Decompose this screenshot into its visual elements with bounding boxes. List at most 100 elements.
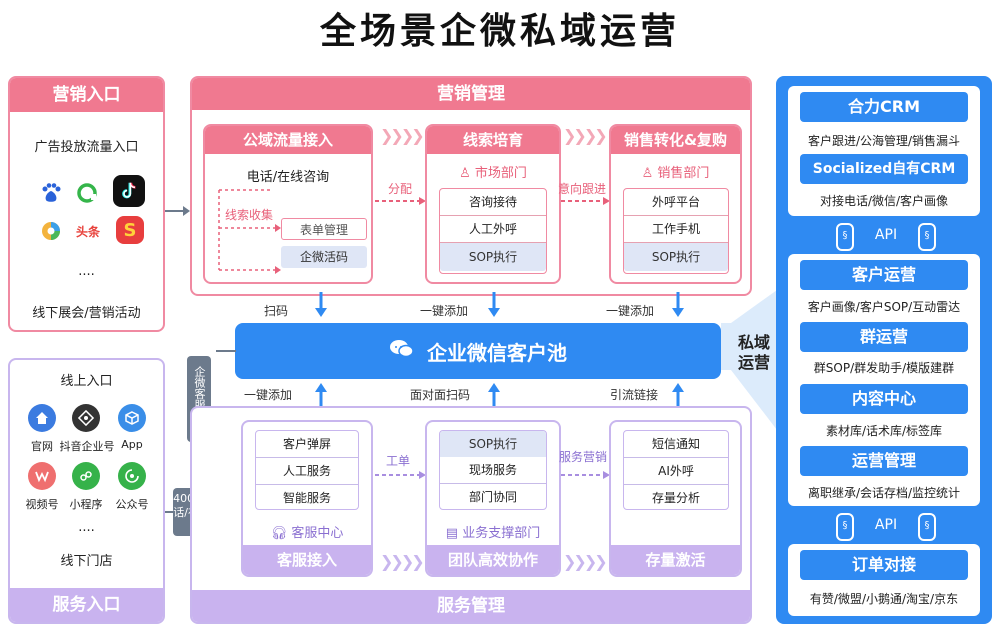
baidu-icon (38, 180, 64, 206)
up-arrow-traffic-link (672, 383, 684, 408)
ops-desc-mgmt: 离职继承/会话存档/监控统计 (807, 486, 961, 500)
service-marketing-label: 服务营销 (559, 450, 608, 464)
pool-label: 企业微信客户池 (427, 340, 567, 365)
api-label-1: API (874, 227, 898, 243)
public-traffic-box: 公域流量接入 电话/在线咨询 线索收集 表单管理 企微活码 (203, 124, 373, 284)
cs-access-footer: 客服接入 (243, 545, 371, 575)
api-row-1: § API § (836, 222, 936, 251)
list-item: 外呼平台 (624, 189, 728, 216)
ops-title-content: 内容中心 (800, 384, 968, 414)
add-label-2: 一键添加 (606, 304, 655, 318)
intent-arrow-label: 意向跟进 (558, 182, 607, 196)
traffic-link-label: 引流链接 (610, 388, 659, 402)
crm-title-1: 合力CRM (800, 92, 968, 122)
list-item: 短信通知 (624, 431, 728, 458)
sales-dept-label: 销售部门 (657, 166, 710, 181)
team-collab-footer: 团队高效协作 (427, 545, 559, 575)
add-label-1: 一键添加 (420, 304, 469, 318)
lead-collect-label: 线索收集 (225, 208, 274, 222)
list-item: 存量分析 (651, 491, 700, 505)
support-dept-label: 业务支撑部门 (462, 526, 541, 541)
order-desc: 有赞/微盟/小鹅通/淘宝/京东 (809, 592, 959, 606)
mini-program-icon (72, 462, 100, 490)
service-mgmt-header: 服务管理 (192, 590, 750, 622)
app-label-app: App (121, 438, 143, 451)
online-entry-label: 线上入口 (60, 374, 113, 389)
person-icon: ♙ (459, 166, 471, 181)
person-icon: ♙ (641, 166, 654, 181)
ops-title-mgmt: 运营管理 (800, 446, 968, 476)
marketing-entry-header: 营销入口 (10, 78, 163, 112)
api-row-2: § API § (836, 512, 936, 541)
order-panel: 订单对接 有赞/微盟/小鹅通/淘宝/京东 (788, 544, 980, 616)
private-ops-line-1: 私域 (737, 333, 770, 352)
camera-icon (38, 218, 64, 244)
stock-activation-box: 短信通知 AI外呼 存量分析 存量激活 (609, 420, 742, 577)
ops-desc-content: 素材库/话术库/标签库 (825, 424, 943, 438)
list-item: 现场服务 (440, 457, 546, 484)
wecom-customer-pool: 企业微信客户池 (235, 323, 721, 379)
api-link-icon: § (836, 513, 854, 541)
collect-dashed-lines (218, 189, 281, 274)
offline-expo-label: 线下展会/营销活动 (32, 306, 141, 321)
private-ops-label: 私域 运营 (734, 333, 774, 373)
sop-exec-box: SOP执行 (624, 243, 728, 271)
chat-bubble-icon (389, 338, 415, 364)
app-label-official-account: 公众号 (115, 498, 149, 511)
lead-nurture-header: 线索培育 (427, 126, 559, 154)
assign-dashed-arrow (375, 197, 426, 205)
service-marketing-dashed-arrow (561, 471, 610, 479)
form-mgmt-box: 表单管理 (281, 218, 367, 240)
sales-conversion-inner: 外呼平台 工作手机 SOP执行 (623, 188, 729, 274)
list-item: 人工服务 (256, 458, 358, 485)
ops-title-customer: 客户运营 (800, 260, 968, 290)
service-entry-header: 服务入口 (10, 588, 163, 622)
market-dept-row: ♙ 市场部门 (427, 162, 559, 181)
crm-desc-1: 客户跟进/公海管理/销售漏斗 (807, 134, 961, 148)
crm-title-2: Socialized自有CRM (800, 154, 968, 184)
api-link-icon: § (918, 513, 936, 541)
order-title: 订单对接 (800, 550, 968, 580)
cs-center-row: 🎧︎ 客服中心 (243, 522, 371, 541)
toutiao-icon: 头条 (75, 224, 100, 239)
ops-desc-customer: 客户画像/客户SOP/互动雷达 (807, 300, 961, 314)
ops-title-group: 群运营 (800, 322, 968, 352)
api-link-icon: § (918, 223, 936, 251)
phone-consult-label: 电话/在线咨询 (246, 170, 330, 185)
ticket-arrow-label: 工单 (386, 454, 411, 468)
douyin-enterprise-icon (72, 404, 100, 432)
video-channel-icon (28, 462, 56, 490)
qr-code-box: 企微活码 (281, 246, 367, 268)
up-arrow-add (315, 383, 327, 408)
list-item: 咨询接待 (440, 189, 546, 216)
support-dept-row: ▤ 业务支撑部门 (427, 522, 559, 541)
marketing-entry-ellipsis: .... (78, 264, 95, 279)
chevron-arrows-4: ❯❯❯❯ (563, 552, 608, 571)
stock-inner: 短信通知 AI外呼 存量分析 (623, 430, 729, 510)
home-icon (28, 404, 56, 432)
app-label-video-channel: 视频号 (25, 498, 59, 511)
chevron-arrows-1: ❯❯❯❯ (380, 126, 425, 145)
service-entry-panel: 线上入口 官网 抖音企业号 App 视频号 小程序 公众号 .... 线下门店 … (8, 358, 165, 624)
service-to-mgmt-arrow (165, 511, 173, 513)
app-cube-icon (118, 404, 146, 432)
crm-panel: 合力CRM 客户跟进/公海管理/销售漏斗 Socialized自有CRM 对接电… (788, 86, 980, 216)
public-traffic-header: 公域流量接入 (205, 126, 371, 154)
down-arrow-add1 (488, 292, 500, 317)
sop-exec-box: SOP执行 (440, 243, 546, 271)
face-scan-label: 面对面扫码 (410, 388, 471, 402)
app-label-website: 官网 (31, 440, 53, 453)
list-item: 智能服务 (282, 491, 331, 505)
chevron-arrows-2: ❯❯❯❯ (563, 126, 608, 145)
sales-conversion-box: 销售转化&复购 ♙ 销售部门 外呼平台 工作手机 SOP执行 (609, 124, 742, 284)
headset-icon: 🎧︎ (270, 526, 288, 541)
douyin-icon (113, 175, 145, 207)
list-item: 工作手机 (624, 216, 728, 243)
list-item: 客户弹屏 (256, 431, 358, 458)
app-label-mini-program: 小程序 (69, 498, 103, 511)
list-item: AI外呼 (624, 458, 728, 485)
marketing-entry-panel: 营销入口 广告投放流量入口 头条 S .... 线下展会/营销活动 (8, 76, 165, 332)
marketing-mgmt-header: 营销管理 (192, 78, 750, 110)
sales-conversion-header: 销售转化&复购 (611, 126, 740, 154)
app-label-douyin-enterprise: 抖音企业号 (59, 440, 115, 453)
